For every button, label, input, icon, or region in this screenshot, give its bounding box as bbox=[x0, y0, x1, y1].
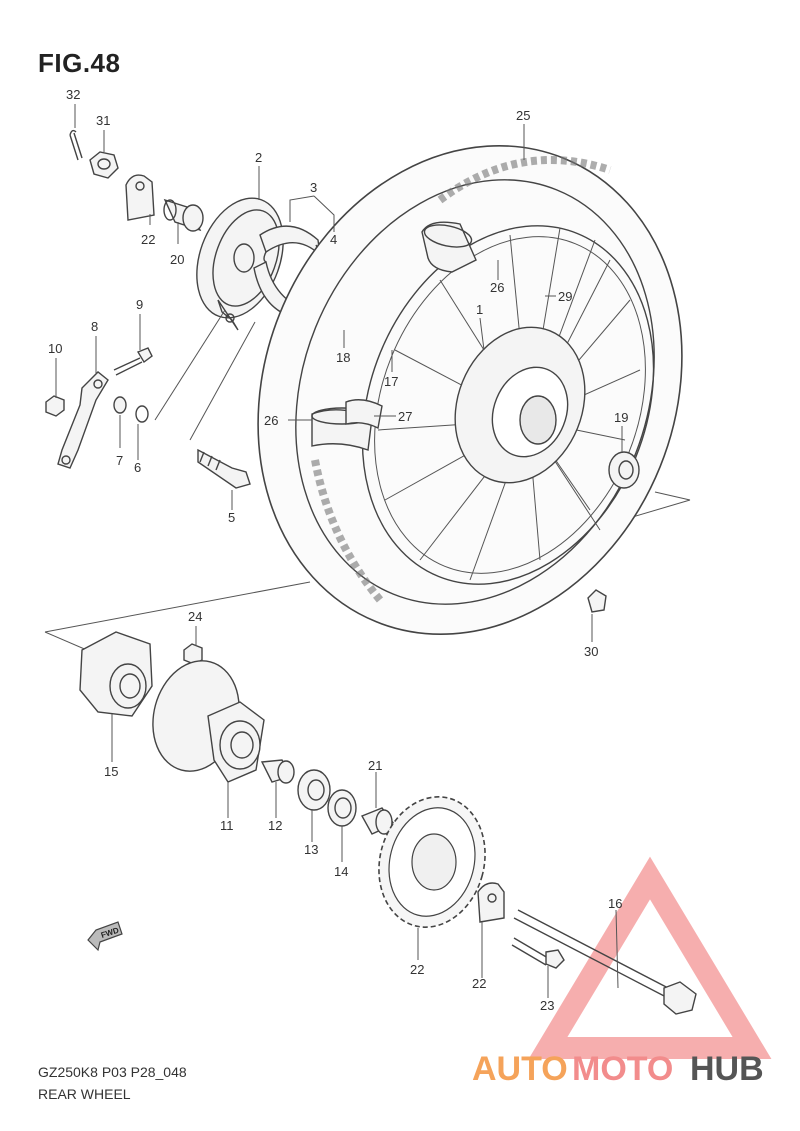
bolt-part-9 bbox=[113, 347, 153, 376]
callout-8: 8 bbox=[91, 319, 98, 334]
callout-16: 16 bbox=[608, 896, 622, 911]
panel-leader-lines bbox=[154, 309, 256, 441]
valve-cap-part bbox=[587, 589, 607, 613]
sprocket-part bbox=[378, 796, 486, 928]
watermark-moto: MOTO bbox=[572, 1050, 673, 1088]
brake-arm-part bbox=[57, 371, 109, 469]
watermark-auto: AUTO bbox=[472, 1050, 568, 1088]
callout-22-top: 22 bbox=[141, 232, 155, 247]
callout-labels: 32 31 22 20 2 3 4 9 8 10 7 6 5 18 17 1 2… bbox=[48, 87, 628, 1013]
watermark-wordmark: AUTO MOTO HUB bbox=[472, 1050, 764, 1088]
callout-15: 15 bbox=[104, 764, 118, 779]
watermark-logo bbox=[528, 856, 772, 1059]
callout-12: 12 bbox=[268, 818, 282, 833]
tube-part-29 bbox=[421, 221, 477, 273]
spacer-part-21 bbox=[361, 807, 396, 835]
callout-1: 1 bbox=[476, 302, 483, 317]
callout-20: 20 bbox=[170, 252, 184, 267]
callout-33: 32 bbox=[66, 87, 80, 102]
callout-26: 25 bbox=[516, 108, 530, 123]
figure-title: FIG.48 bbox=[38, 48, 121, 78]
callout-29: 26 bbox=[490, 280, 504, 295]
hub-damper-part bbox=[79, 631, 153, 717]
callout-11: 11 bbox=[220, 818, 234, 833]
watermark-hub: HUB bbox=[690, 1050, 764, 1088]
callout-17: 17 bbox=[384, 374, 398, 389]
castle-nut-part bbox=[89, 151, 119, 179]
rim-band-part-28 bbox=[345, 399, 383, 430]
axle-part bbox=[513, 909, 697, 1015]
callout-21: 21 bbox=[368, 758, 382, 773]
brake-cam-part bbox=[197, 448, 251, 489]
callout-leader-lines bbox=[55, 104, 623, 998]
diagram-model-code: GZ250K8 P03 P28_048 bbox=[38, 1064, 187, 1080]
o-ring-part-6 bbox=[135, 405, 149, 423]
callout-2: 2 bbox=[255, 150, 262, 165]
callout-24: 23 bbox=[540, 998, 554, 1013]
washer-part-7 bbox=[113, 396, 127, 414]
callout-18: 18 bbox=[336, 350, 350, 365]
callout-31: 30 bbox=[584, 644, 598, 659]
callout-23: 22 bbox=[410, 962, 424, 977]
bolt-part-24 bbox=[511, 937, 565, 969]
callout-5: 5 bbox=[228, 510, 235, 525]
callout-30: 29 bbox=[558, 289, 572, 304]
collar-part bbox=[163, 198, 204, 232]
callout-10: 10 bbox=[48, 341, 62, 356]
callout-14: 14 bbox=[334, 864, 348, 879]
bearing-part-13 bbox=[297, 769, 331, 811]
oil-seal-part bbox=[327, 789, 357, 827]
cotter-pin-part bbox=[69, 129, 83, 161]
fwd-direction-arrow-icon: FWD bbox=[87, 921, 123, 952]
callout-13: 13 bbox=[304, 842, 318, 857]
nut-part-10 bbox=[45, 395, 65, 417]
callout-22-bottom: 22 bbox=[472, 976, 486, 991]
callout-7: 7 bbox=[116, 453, 123, 468]
callout-25: 24 bbox=[188, 609, 202, 624]
wheel-assembly bbox=[257, 145, 683, 635]
callout-6: 6 bbox=[134, 460, 141, 475]
diagram-section-name: REAR WHEEL bbox=[38, 1086, 131, 1102]
callout-27: 26 bbox=[264, 413, 278, 428]
sprocket-carrier-part bbox=[152, 660, 265, 783]
plate-bracket-part bbox=[125, 174, 155, 221]
plate-bracket-part-lower bbox=[477, 882, 505, 923]
callout-4: 4 bbox=[330, 232, 337, 247]
callout-3: 3 bbox=[310, 180, 317, 195]
collar-part-12 bbox=[260, 759, 295, 784]
callout-19: 19 bbox=[614, 410, 628, 425]
bearing-part-19 bbox=[608, 451, 640, 489]
nut-part-25 bbox=[183, 643, 203, 665]
callout-9: 9 bbox=[136, 297, 143, 312]
callout-28: 27 bbox=[398, 409, 412, 424]
callout-32: 31 bbox=[96, 113, 110, 128]
